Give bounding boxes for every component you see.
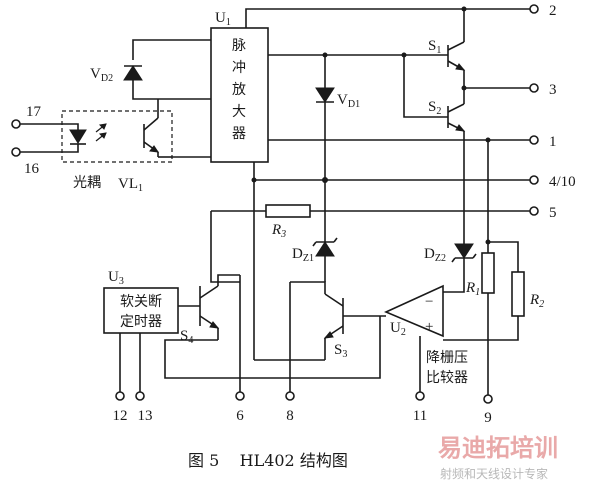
transistor-s2-icon	[447, 103, 466, 132]
resistor-r1-icon	[481, 252, 495, 294]
pin-13-label: 13	[138, 408, 153, 424]
pin-13-terminal	[135, 391, 145, 401]
label-r1: R1	[465, 280, 480, 298]
watermark: 易迪拓培训 射频和天线设计专家	[438, 434, 558, 481]
figure-caption: 图 5 HL402 结构图	[188, 451, 348, 470]
comparator-line-2: 比较器	[426, 370, 468, 386]
pin-6-label: 6	[236, 408, 244, 424]
diode-vd1-icon	[315, 87, 335, 103]
label-s3: S3	[334, 342, 347, 360]
pulse-amp-char-3: 放	[232, 82, 246, 98]
pulse-amp-char-4: 大	[232, 104, 246, 120]
pin-4-10-terminal	[529, 175, 539, 185]
timer-line-1: 软关断	[120, 294, 162, 310]
label-r3: R3	[271, 222, 286, 240]
pin-2-label: 2	[549, 3, 557, 19]
transistor-s4-icon	[199, 285, 220, 329]
label-s1: S1	[428, 38, 441, 56]
pin-5-label: 5	[549, 205, 557, 221]
comparator-minus-label: −	[425, 294, 433, 310]
pin-5-terminal	[529, 206, 539, 216]
pin-8-terminal	[285, 391, 295, 401]
optocoupler-block	[61, 110, 173, 163]
timer-line-2: 定时器	[120, 314, 162, 330]
resistor-r3-icon	[265, 204, 311, 218]
watermark-brand: 易迪拓培训	[438, 434, 558, 462]
pin-3-terminal	[529, 83, 539, 93]
pin-9-terminal	[483, 394, 493, 404]
pin-11-label: 11	[413, 408, 427, 424]
label-u2: U2	[390, 320, 406, 338]
label-u3: U3	[108, 269, 124, 287]
comparator-plus-label: +	[425, 319, 433, 335]
zener-dz1-icon	[315, 241, 335, 257]
pin-17-label: 17	[26, 104, 42, 120]
pin-16-label: 16	[24, 161, 40, 177]
label-vd1: VD1	[337, 92, 360, 110]
label-r2: R2	[529, 292, 544, 310]
opto-label: 光耦	[73, 175, 101, 191]
pin-2-terminal	[529, 4, 539, 14]
pin-8-label: 8	[286, 408, 294, 424]
pin-1-label: 1	[549, 134, 557, 150]
pin-11-terminal	[415, 391, 425, 401]
pin-6-terminal	[235, 391, 245, 401]
pin-17-terminal	[11, 119, 21, 129]
transistor-s1-icon	[447, 41, 466, 71]
pin-16-terminal	[11, 147, 21, 157]
label-s2: S2	[428, 99, 441, 117]
label-s4: S4	[180, 328, 193, 346]
label-vl1: VL1	[118, 176, 143, 194]
pin-9-label: 9	[484, 410, 492, 426]
pulse-amplifier-block: 脉 冲 放 大 器	[210, 27, 269, 163]
watermark-slogan: 射频和天线设计专家	[440, 466, 548, 481]
label-dz1: DZ1	[292, 246, 314, 264]
soft-off-timer-block: 软关断 定时器	[103, 287, 179, 334]
pin-12-label: 12	[113, 408, 128, 424]
zener-dz2-icon	[454, 243, 474, 259]
pin-1-terminal	[529, 135, 539, 145]
resistor-r2-icon	[511, 271, 525, 317]
pulse-amp-char-1: 脉	[232, 38, 246, 54]
comparator-line-1: 降栅压	[426, 350, 468, 366]
pin-4-10-label: 4/10	[549, 174, 576, 190]
transistor-s3-icon	[323, 293, 344, 339]
label-vd2: VD2	[90, 66, 113, 84]
label-u1: U1	[215, 10, 231, 28]
comparator-u2-block: − +	[384, 284, 444, 338]
diode-vd2-icon	[123, 65, 143, 81]
label-dz2: DZ2	[424, 246, 446, 264]
pulse-amp-char-2: 冲	[232, 60, 246, 76]
pin-12-terminal	[115, 391, 125, 401]
pin-3-label: 3	[549, 82, 557, 98]
pulse-amp-char-5: 器	[232, 126, 246, 142]
opto-led-icon	[69, 129, 87, 144]
